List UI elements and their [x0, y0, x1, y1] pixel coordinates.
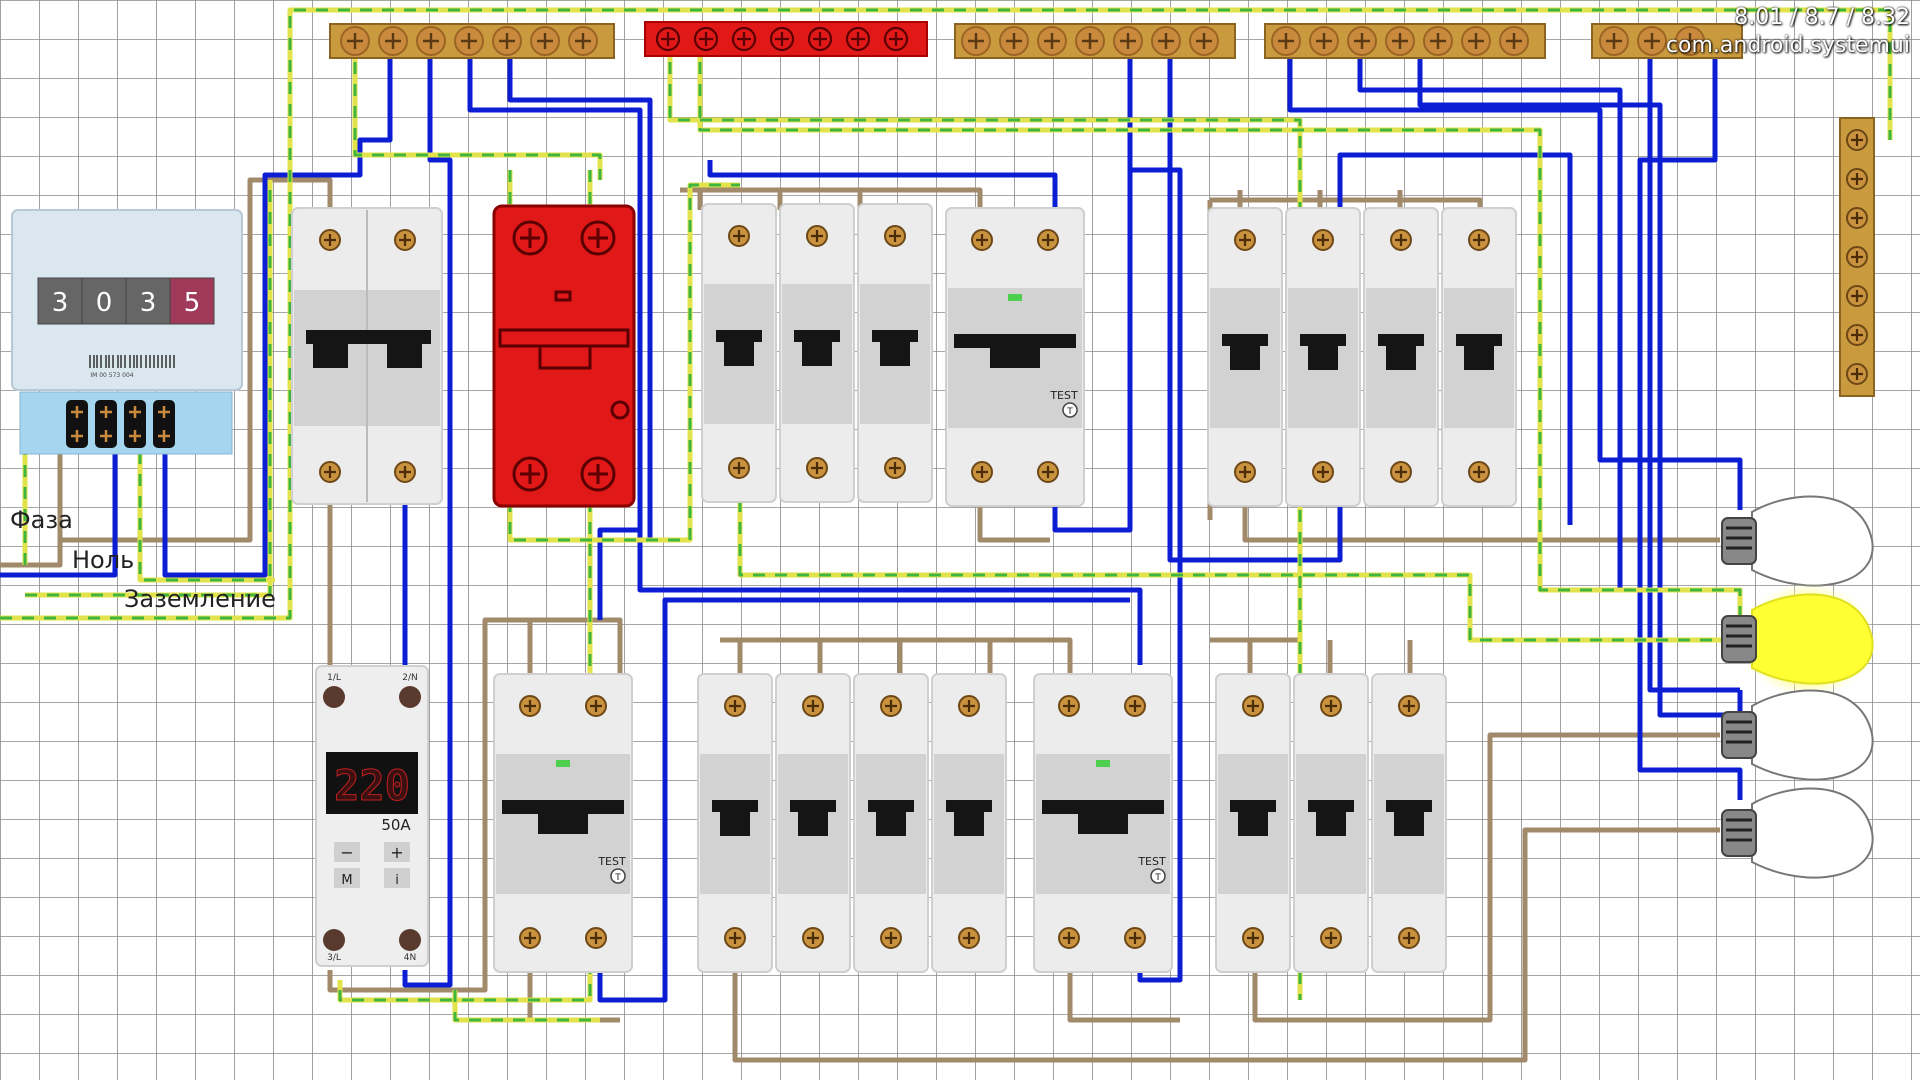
rcd-bottom-left: TEST T	[493, 673, 633, 973]
neutral-busbar	[644, 21, 928, 57]
breaker-group-bottom-right	[1215, 673, 1447, 973]
earth-busbar	[329, 23, 615, 59]
relay-current-rating: 50A	[381, 816, 411, 834]
neutral-label: Ноль	[72, 546, 135, 574]
earth-label: Заземление	[124, 585, 276, 613]
overlay-package: com.android.systemui	[1665, 33, 1910, 58]
meter-serial: IM 00 573 004	[90, 372, 133, 379]
rcd-bottom-right-test-label: TEST	[1137, 855, 1166, 868]
rcd-top: TEST T	[945, 207, 1085, 507]
light-bulb-icon	[1721, 582, 1876, 698]
relay-terminal-4n: 4N	[404, 953, 416, 963]
relay-plus-button: +	[390, 843, 403, 862]
overlay-versions: 8.01 / 8.7 / 8.32	[1734, 5, 1910, 30]
electricity-meter: 3 0 3 5 IM 00 573 004	[11, 209, 243, 455]
rcd-test-label: TEST	[1049, 389, 1078, 402]
vertical-busbar	[1839, 117, 1875, 397]
rcd-bottom-right-test-button	[1150, 868, 1166, 884]
light-bulb-icon	[1721, 689, 1874, 781]
relay-m-button: M	[341, 873, 352, 888]
barcode-icon	[89, 355, 175, 368]
rcd-bottom-right-test-symbol: T	[1154, 873, 1161, 883]
surge-protection-device	[492, 204, 636, 508]
debug-overlay: 8.01 / 8.7 / 8.32 com.android.systemui	[1666, 4, 1910, 60]
rcd-test-button	[1062, 402, 1078, 418]
relay-i-button: i	[395, 873, 399, 888]
phase-busbar-2	[1264, 23, 1546, 59]
meter-digit-3: 3	[140, 288, 157, 318]
relay-minus-button: −	[340, 843, 353, 862]
relay-terminal-1l: 1/L	[327, 673, 341, 683]
light-bulb-icon	[1721, 787, 1874, 879]
relay-terminal-3l: 3/L	[327, 953, 341, 963]
breaker-group-top-right	[1207, 207, 1517, 507]
meter-terminals	[66, 400, 175, 448]
rcd-test-symbol: T	[1066, 407, 1073, 417]
phase-busbar-3	[1591, 23, 1743, 59]
breaker-group-bottom-middle	[697, 673, 1007, 973]
meter-digit-4: 5	[184, 288, 201, 318]
rcd-bottom-left-test-symbol: T	[614, 873, 621, 883]
phase-label: Фаза	[10, 506, 73, 534]
breaker-group-top-left	[701, 203, 933, 503]
rcd-bottom-left-test-button	[610, 868, 626, 884]
rcd-bottom-right: TEST T	[1033, 673, 1173, 973]
main-breaker-2p	[291, 207, 443, 505]
relay-terminal-2n: 2/N	[402, 673, 418, 683]
voltage-relay: 1/L 2/N 3/L 4N 220 50A − + M i	[315, 665, 429, 967]
meter-digit-1: 3	[52, 288, 69, 318]
earth-wires	[0, 7, 1893, 1023]
phase-busbar-1	[954, 23, 1236, 59]
relay-voltage-display: 220	[334, 761, 410, 810]
meter-digit-2: 0	[96, 288, 113, 318]
rcd-bottom-left-test-label: TEST	[597, 855, 626, 868]
